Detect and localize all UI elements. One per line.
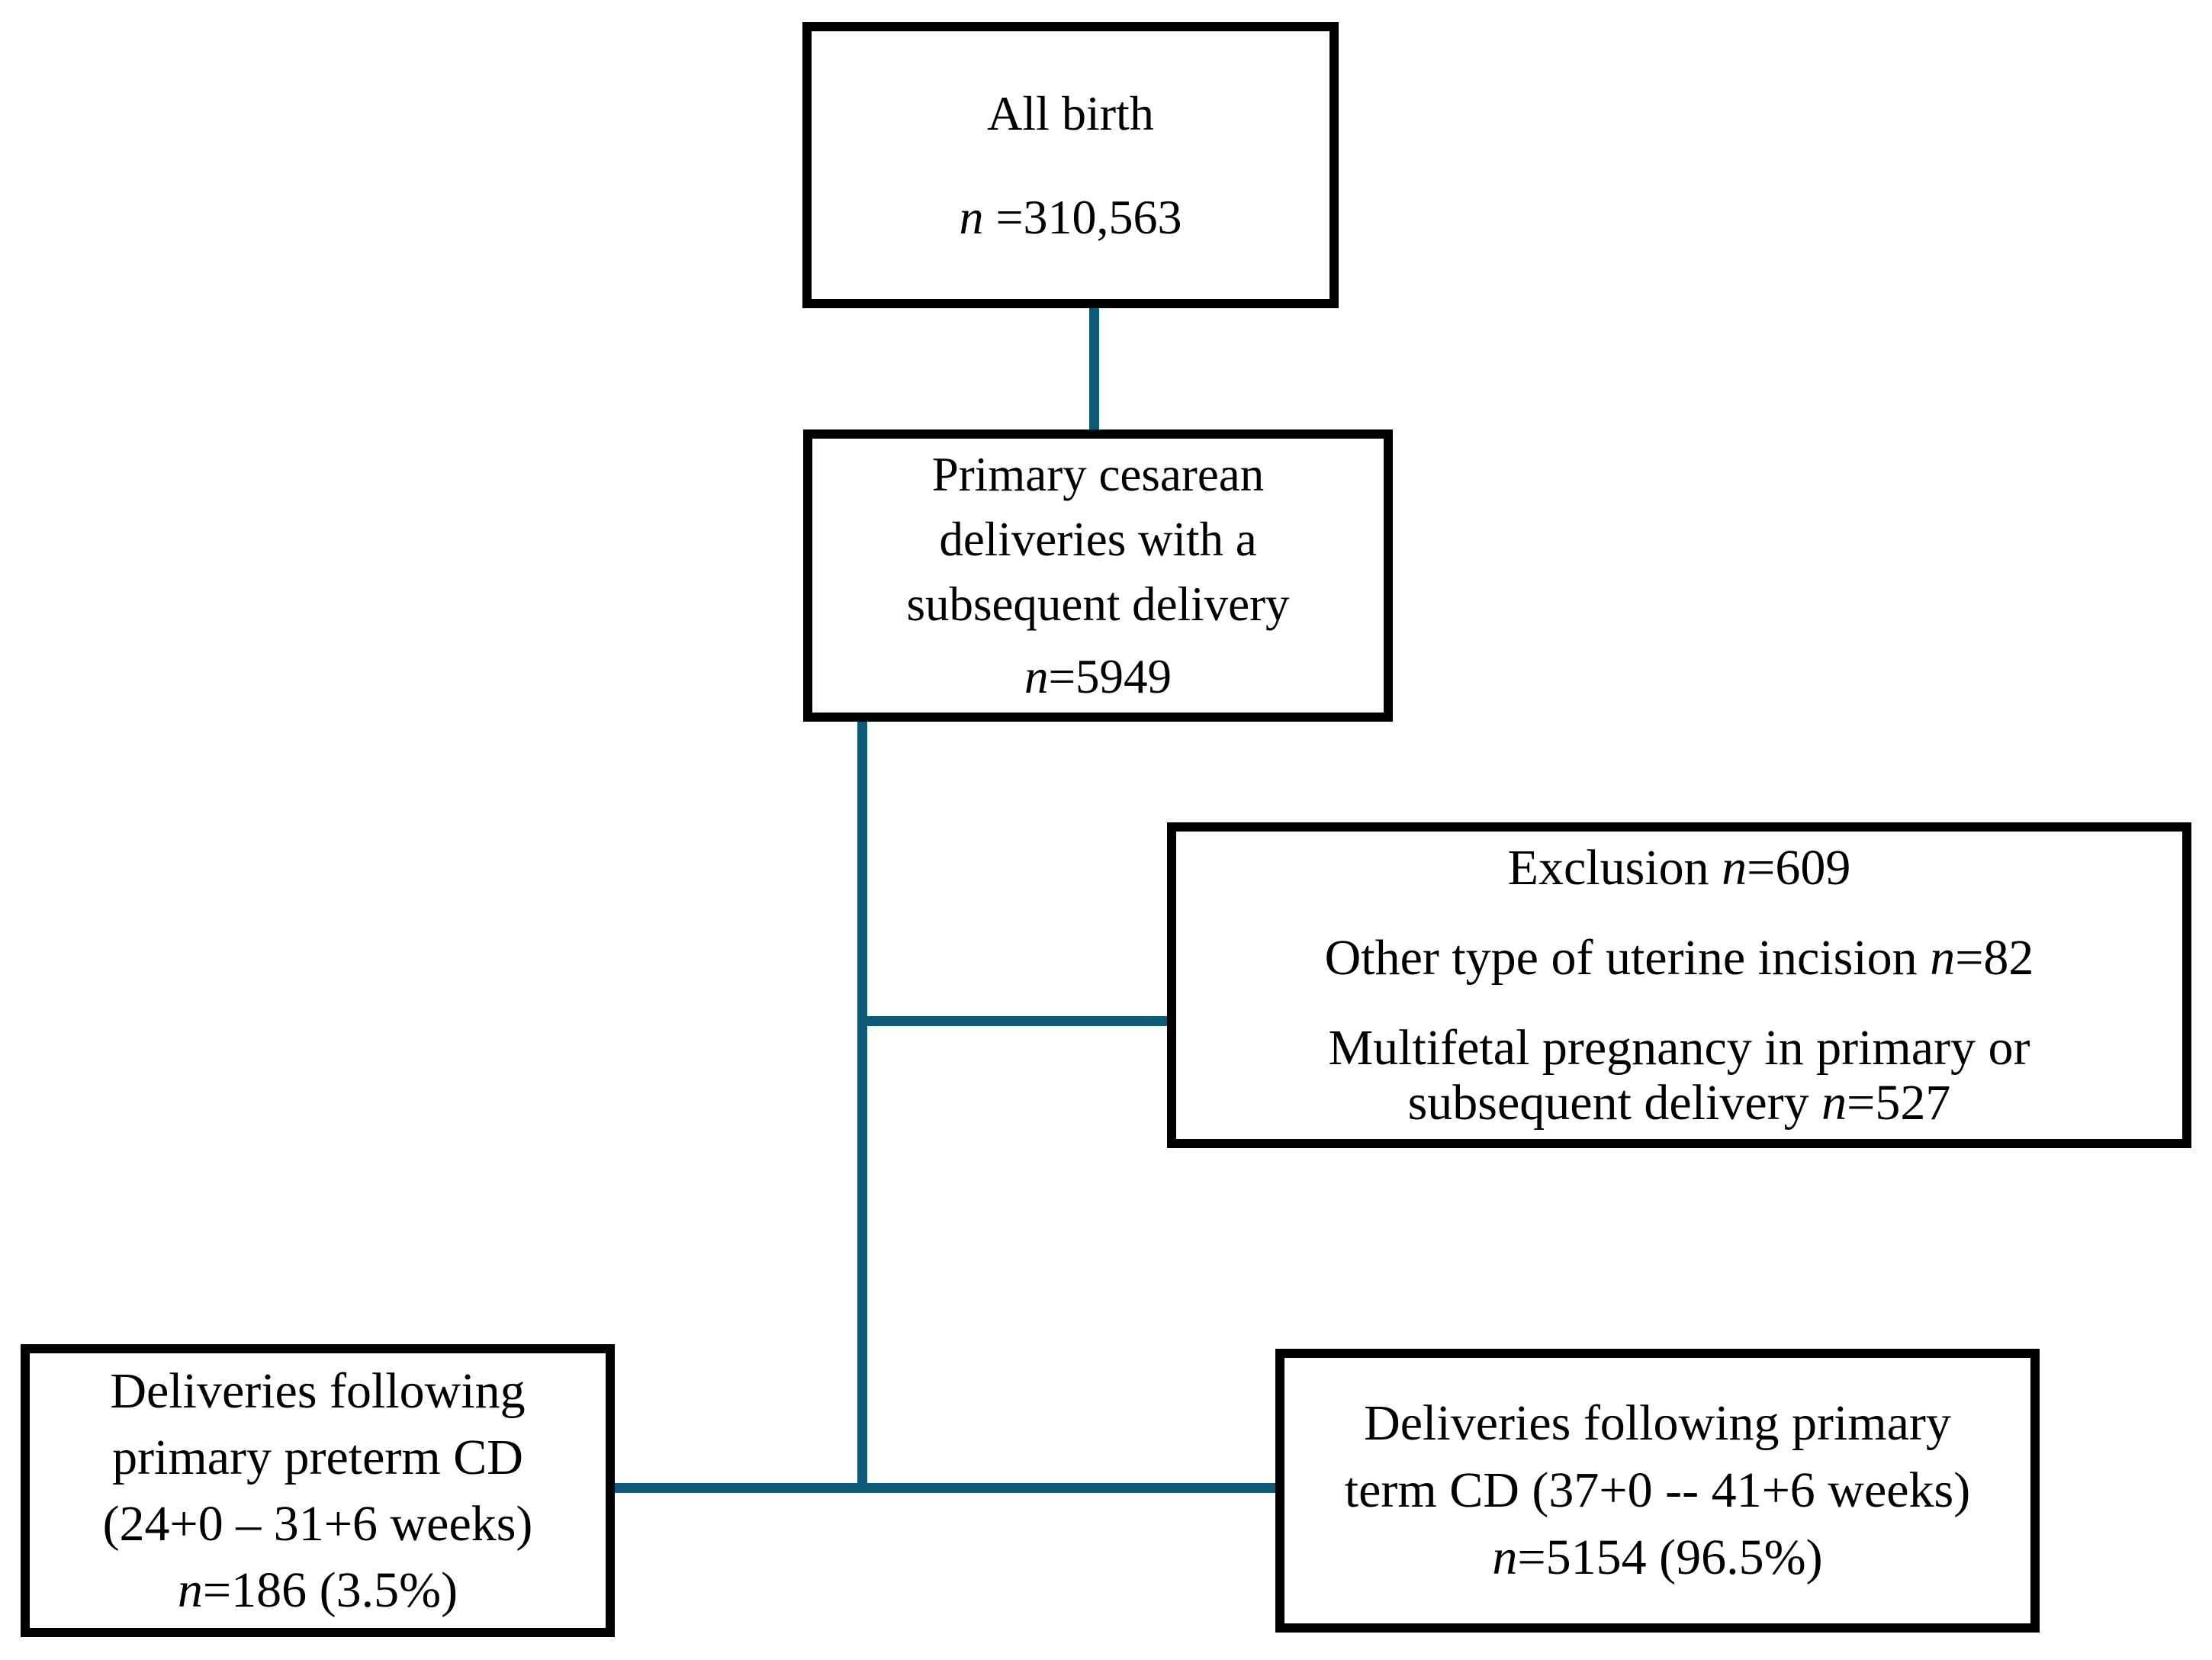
n-count: =186 (3.5%): [202, 1562, 458, 1618]
text-segment: Exclusion: [1507, 839, 1722, 896]
gestational-age-range: term CD (37+0 -- 41+6 weeks): [1345, 1457, 1970, 1524]
text-segment: subsequent delivery: [906, 577, 1290, 631]
connector-allbirth-to-primarycd: [1089, 304, 1099, 433]
text-segment: term CD (37+0 -- 41+6 weeks): [1344, 1462, 1971, 1518]
n-count: =609: [1747, 839, 1851, 896]
connector-primarycd-main-trunk: [857, 716, 867, 1489]
n-symbol: n: [1821, 1074, 1847, 1131]
text-segment: subsequent delivery: [1407, 1074, 1822, 1131]
flow-box-term-cd: Deliveries following primary term CD (37…: [1275, 1349, 2040, 1633]
text-segment: All birth: [987, 85, 1154, 140]
n-count: =5949: [1048, 649, 1172, 703]
box-text-line: Primary cesarean: [932, 442, 1265, 507]
connector-preterm-to-term-bar: [612, 1483, 1281, 1493]
text-segment: (24+0 – 31+6 weeks): [102, 1496, 533, 1552]
flow-box-exclusion: Exclusion n=609 Other type of uterine in…: [1167, 822, 2191, 1148]
box-text-line: subsequent delivery: [906, 572, 1289, 637]
n-symbol: n: [959, 189, 984, 244]
n-symbol: n: [1024, 649, 1049, 703]
flow-box-all-birth: All birth n =310,563: [802, 22, 1339, 308]
n-symbol: n: [177, 1562, 203, 1618]
box-n-value: n=186 (3.5%): [178, 1557, 458, 1623]
box-text-line: All birth: [987, 83, 1154, 144]
box-n-value: n=5949: [1024, 645, 1172, 709]
connector-branch-to-exclusion: [862, 1016, 1170, 1026]
text-segment: primary preterm CD: [112, 1430, 523, 1485]
n-count: =527: [1847, 1074, 1951, 1131]
n-count: =310,563: [983, 189, 1182, 244]
n-count: =82: [1955, 929, 2034, 986]
text-segment: Multifetal pregnancy in primary or: [1328, 1019, 2030, 1076]
n-symbol: n: [1930, 929, 1956, 986]
exclusion-title: Exclusion n=609: [1507, 839, 1851, 896]
n-symbol: n: [1722, 839, 1747, 896]
text-segment: deliveries with a: [939, 512, 1257, 566]
exclusion-reason-uterine-incision: Other type of uterine incision n=82: [1324, 929, 2034, 986]
n-count: =5154 (96.5%): [1517, 1530, 1823, 1585]
box-n-value: n=5154 (96.5%): [1492, 1524, 1822, 1591]
gestational-age-range: (24+0 – 31+6 weeks): [103, 1491, 533, 1557]
box-text-line: Deliveries following primary: [1364, 1390, 1951, 1457]
text-segment: Primary cesarean: [931, 447, 1265, 501]
text-segment: Other type of uterine incision: [1324, 929, 1931, 986]
exclusion-reason-multifetal-cont: subsequent delivery n=527: [1407, 1074, 1951, 1131]
flow-box-preterm-cd: Deliveries following primary preterm CD …: [21, 1344, 615, 1637]
text-segment: Deliveries following: [110, 1363, 526, 1419]
box-text-line: deliveries with a: [939, 507, 1256, 572]
box-text-line: primary preterm CD: [112, 1424, 523, 1491]
exclusion-reason-multifetal: Multifetal pregnancy in primary or: [1328, 1019, 2030, 1076]
box-text-line: Deliveries following: [110, 1358, 525, 1424]
n-symbol: n: [1492, 1530, 1518, 1585]
box-n-value: n =310,563: [959, 187, 1182, 248]
text-segment: Deliveries following primary: [1364, 1395, 1951, 1451]
flow-box-primary-cesarean: Primary cesarean deliveries with a subse…: [803, 429, 1393, 722]
